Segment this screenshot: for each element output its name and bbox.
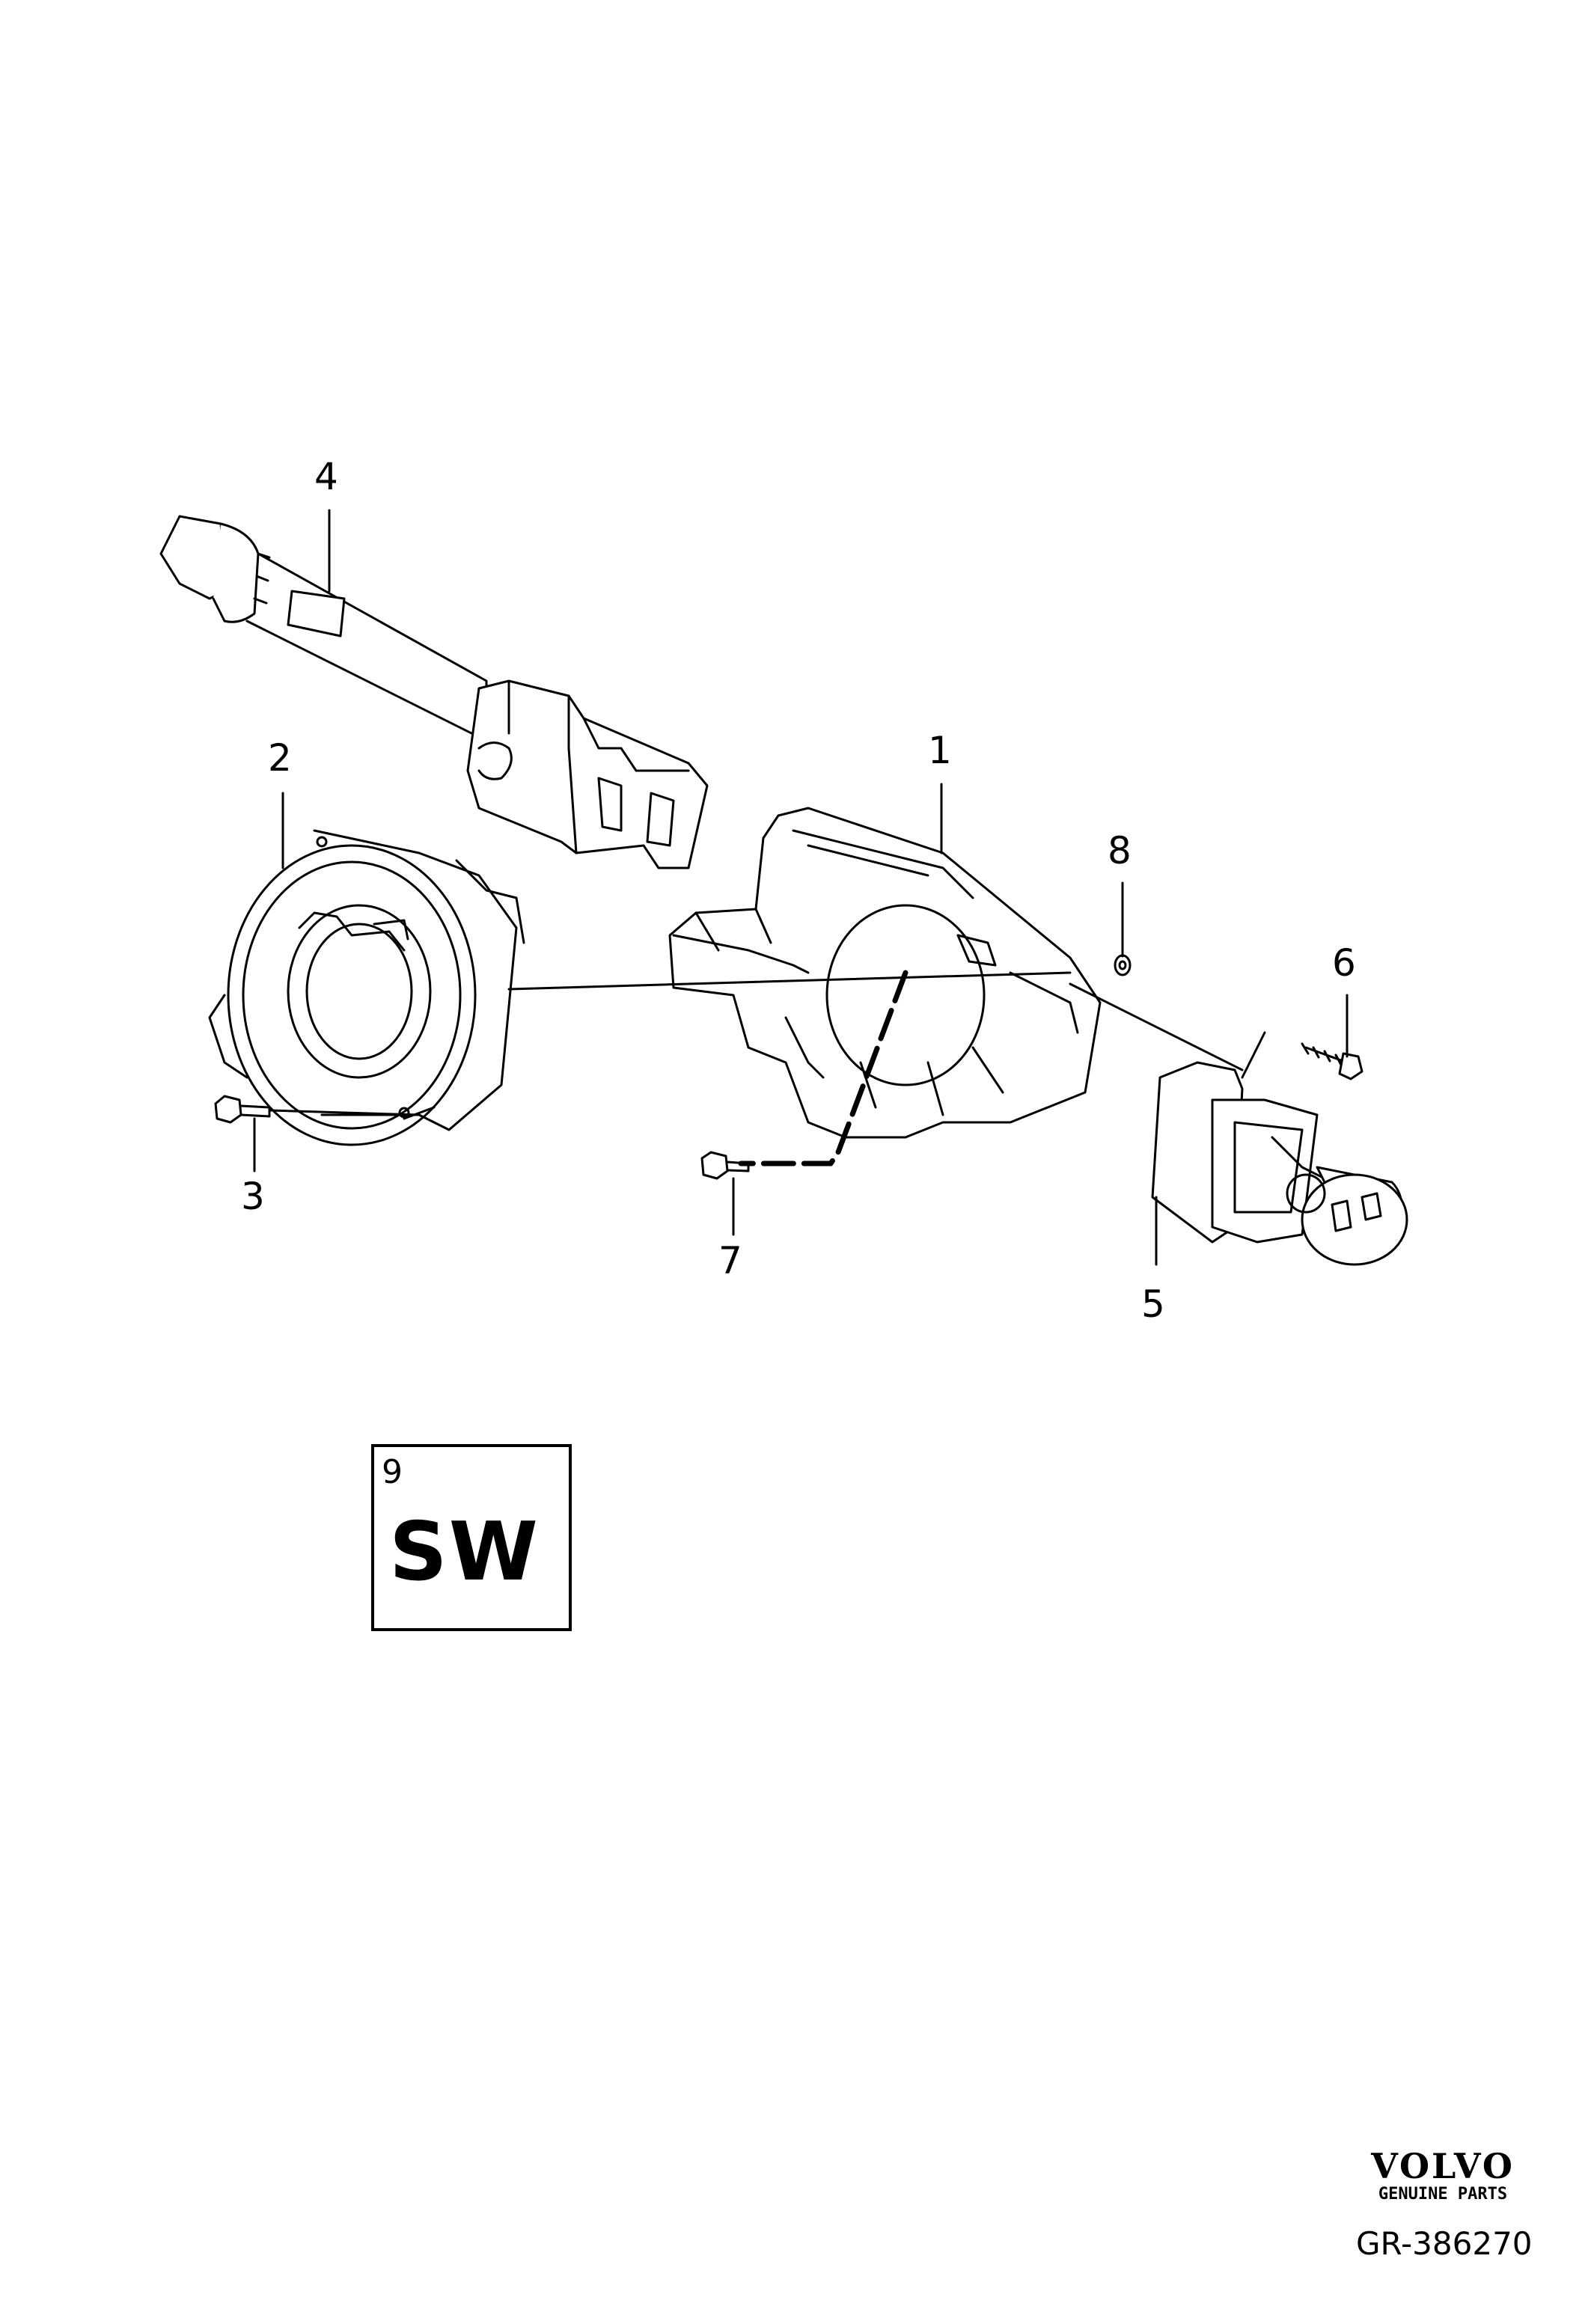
callout-2: 2 [268,736,292,780]
software-box-number: 9 [382,1453,403,1491]
assembly-line-3-2 [268,1109,421,1116]
callout-3: 3 [241,1175,265,1218]
assembly-line-2-1 [507,971,1072,991]
bolt-part-3 [214,1095,271,1124]
bolt-part-7 [700,1151,750,1180]
stalk-switch-part-4 [159,515,709,869]
callout-6: 6 [1332,941,1356,985]
software-box-code: SW [389,1505,540,1599]
software-box: 9 SW [371,1444,572,1631]
callout-8: 8 [1108,829,1132,872]
column-module-part-1 [668,807,1102,1139]
clock-spring-part-2 [208,829,525,1146]
callout-1: 1 [928,729,952,772]
assembly-line-5-1 [1069,982,1244,1071]
callout-7: 7 [718,1239,742,1282]
brand-logo: VOLVO [1371,2146,1515,2186]
stalk-switch-part-5 [1151,1061,1408,1266]
screw-part-6 [1301,1042,1364,1080]
assembly-line-6-5 [1241,1031,1266,1079]
washer-part-8 [1114,954,1132,976]
diagram-reference: GR-386270 [1356,2225,1533,2262]
brand-tagline: GENUINE PARTS [1378,2185,1508,2204]
callout-4: 4 [314,455,338,498]
assembly-dash-7-1 [738,970,909,1166]
callout-5: 5 [1141,1282,1165,1326]
